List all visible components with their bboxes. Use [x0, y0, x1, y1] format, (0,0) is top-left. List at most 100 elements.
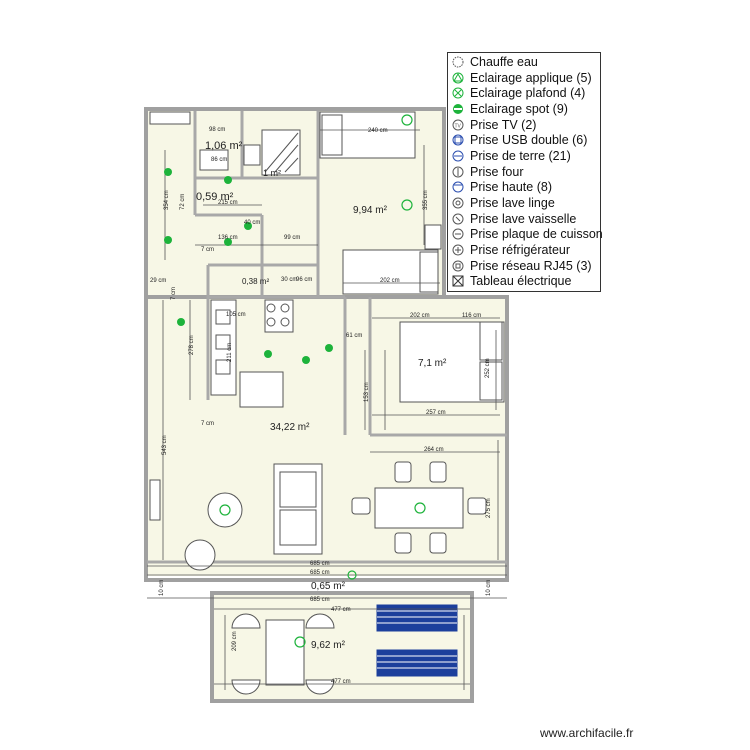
- legend-item: Eclairage applique (5): [452, 70, 600, 86]
- eclairage-applique-icon: [452, 72, 464, 84]
- dim-label: 29 cm: [150, 278, 166, 284]
- dim-label: 10 cm: [159, 580, 165, 596]
- dim-label: 86 cm: [211, 157, 227, 163]
- legend-label: Eclairage applique (5): [470, 70, 592, 85]
- bedroom1-area-label: 9,94 m²: [353, 205, 388, 216]
- lounger-stripes: [377, 610, 457, 669]
- prise-plaque-de-cuisson-icon: [452, 228, 464, 240]
- prise-reseau-rj45-icon: [452, 260, 464, 272]
- legend-item: Tableau électrique: [452, 274, 600, 290]
- inner-walls: [147, 111, 507, 564]
- legend-item: Prise lave vaisselle: [452, 211, 600, 227]
- dimension-lines: [147, 129, 507, 690]
- dim-label: 211 cm: [227, 343, 233, 362]
- legend-label: Prise lave linge: [470, 196, 555, 211]
- legend-item: Prise réfrigérateur: [452, 242, 600, 258]
- legend-item: TV Prise TV (2): [452, 117, 600, 133]
- legend-label: Prise TV (2): [470, 117, 537, 132]
- dim-label: 72 cm: [180, 194, 186, 210]
- bedroom2-area-label: 7,1 m²: [418, 358, 447, 369]
- legend-item: Prise four: [452, 164, 600, 180]
- dim-label: 7 cm: [201, 247, 214, 253]
- dim-label: 96 cm: [296, 277, 312, 283]
- dim-label: 40 cm: [244, 220, 260, 226]
- svg-text:TV: TV: [455, 123, 462, 129]
- bathroom-area-label: 1,06 m²: [205, 140, 243, 152]
- dim-label: 257 cm: [426, 410, 446, 416]
- prise-four-icon: [452, 166, 464, 178]
- prise-haute-icon: [452, 181, 464, 193]
- legend-label: Prise de terre (21): [470, 148, 571, 163]
- dim-label: 202 cm: [410, 313, 430, 319]
- eclairage-spot-icons: [164, 168, 333, 364]
- dim-label: 543 cm: [162, 435, 168, 455]
- dim-label: 354 cm: [164, 190, 170, 210]
- living-area-label: 34,22 m²: [270, 422, 310, 433]
- dim-label: 7 cm: [201, 421, 214, 427]
- prise-usb-double-icon: [452, 134, 464, 146]
- dim-label: 61 cm: [346, 333, 362, 339]
- dim-label: 240 cm: [368, 128, 388, 134]
- terrace-furniture: [231, 613, 335, 695]
- dim-label: 99 cm: [284, 235, 300, 241]
- dim-label: 685 cm: [310, 597, 330, 603]
- legend-label: Prise USB double (6): [470, 133, 588, 148]
- legend-label: Prise réseau RJ45 (3): [470, 258, 592, 273]
- legend-item: Prise plaque de cuisson: [452, 227, 603, 243]
- dim-label: 153 cm: [364, 382, 370, 402]
- legend-label: Prise four: [470, 164, 524, 179]
- prise-refrigerateur-icon: [452, 244, 464, 256]
- terrace-area-label: 9,62 m²: [311, 640, 346, 651]
- entrance-area-label: 0,65 m²: [311, 581, 346, 592]
- dim-label: 355 cm: [423, 190, 429, 210]
- watermark: www.archifacile.fr: [540, 726, 634, 740]
- living-furniture: [149, 461, 487, 571]
- legend-label: Prise lave vaisselle: [470, 211, 577, 226]
- dim-label: 278 cm: [189, 335, 195, 355]
- legend-item: Prise de terre (21): [452, 148, 600, 164]
- legend-item: Chauffe eau: [452, 54, 600, 70]
- prise-lave-vaisselle-icon: [452, 213, 464, 225]
- dim-label: 209 cm: [232, 631, 238, 651]
- legend-item: Prise réseau RJ45 (3): [452, 258, 600, 274]
- dim-label: 252 cm: [485, 358, 491, 378]
- legend-label: Eclairage spot (9): [470, 101, 568, 116]
- wc-area-label: 0,59 m²: [196, 191, 234, 203]
- dim-label: 477 cm: [331, 607, 351, 613]
- dim-label: 477 cm: [331, 679, 351, 685]
- legend-label: Tableau électrique: [470, 274, 572, 289]
- small-area-label: 1 m²: [263, 168, 281, 178]
- dim-label: 98 cm: [209, 127, 225, 133]
- eclairage-plafond-icon: [452, 87, 464, 99]
- dim-label: 685 cm: [310, 570, 330, 576]
- legend-item: Eclairage spot (9): [452, 101, 600, 117]
- dim-label: 264 cm: [424, 447, 444, 453]
- dim-label: 105 cm: [226, 312, 246, 318]
- dim-label: 10 cm: [486, 580, 492, 596]
- closet-area-label: 0,38 m²: [242, 277, 269, 286]
- prise-de-terre-icon: [452, 150, 464, 162]
- bathroom-fixtures: [149, 111, 301, 176]
- eclairage-spot-icon: [453, 103, 463, 114]
- legend-label: Prise réfrigérateur: [470, 243, 571, 258]
- tableau-electrique-icon: [452, 275, 464, 287]
- dim-label: 30 cm: [281, 277, 297, 283]
- dim-label: 685 cm: [310, 561, 330, 567]
- eclairage-plafond-icons: [219, 114, 426, 648]
- legend-item: Eclairage plafond (4): [452, 85, 600, 101]
- chauffe-eau-icon: [452, 56, 464, 68]
- dim-label: 215 cm: [218, 200, 238, 206]
- legend-label: Eclairage plafond (4): [470, 86, 586, 101]
- prise-tv-icon: TV: [452, 119, 464, 131]
- legend-label: Chauffe eau: [470, 54, 538, 69]
- prise-lave-linge-icon: [452, 197, 464, 209]
- dim-label: 275 cm: [486, 498, 492, 518]
- dim-label: 136 cm: [218, 235, 238, 241]
- kitchen-fixtures: [210, 299, 294, 408]
- legend-item: Prise lave linge: [452, 195, 600, 211]
- legend-item: Prise haute (8): [452, 180, 600, 196]
- dim-label: 202 cm: [380, 278, 400, 284]
- dim-label: 116 cm: [462, 313, 481, 319]
